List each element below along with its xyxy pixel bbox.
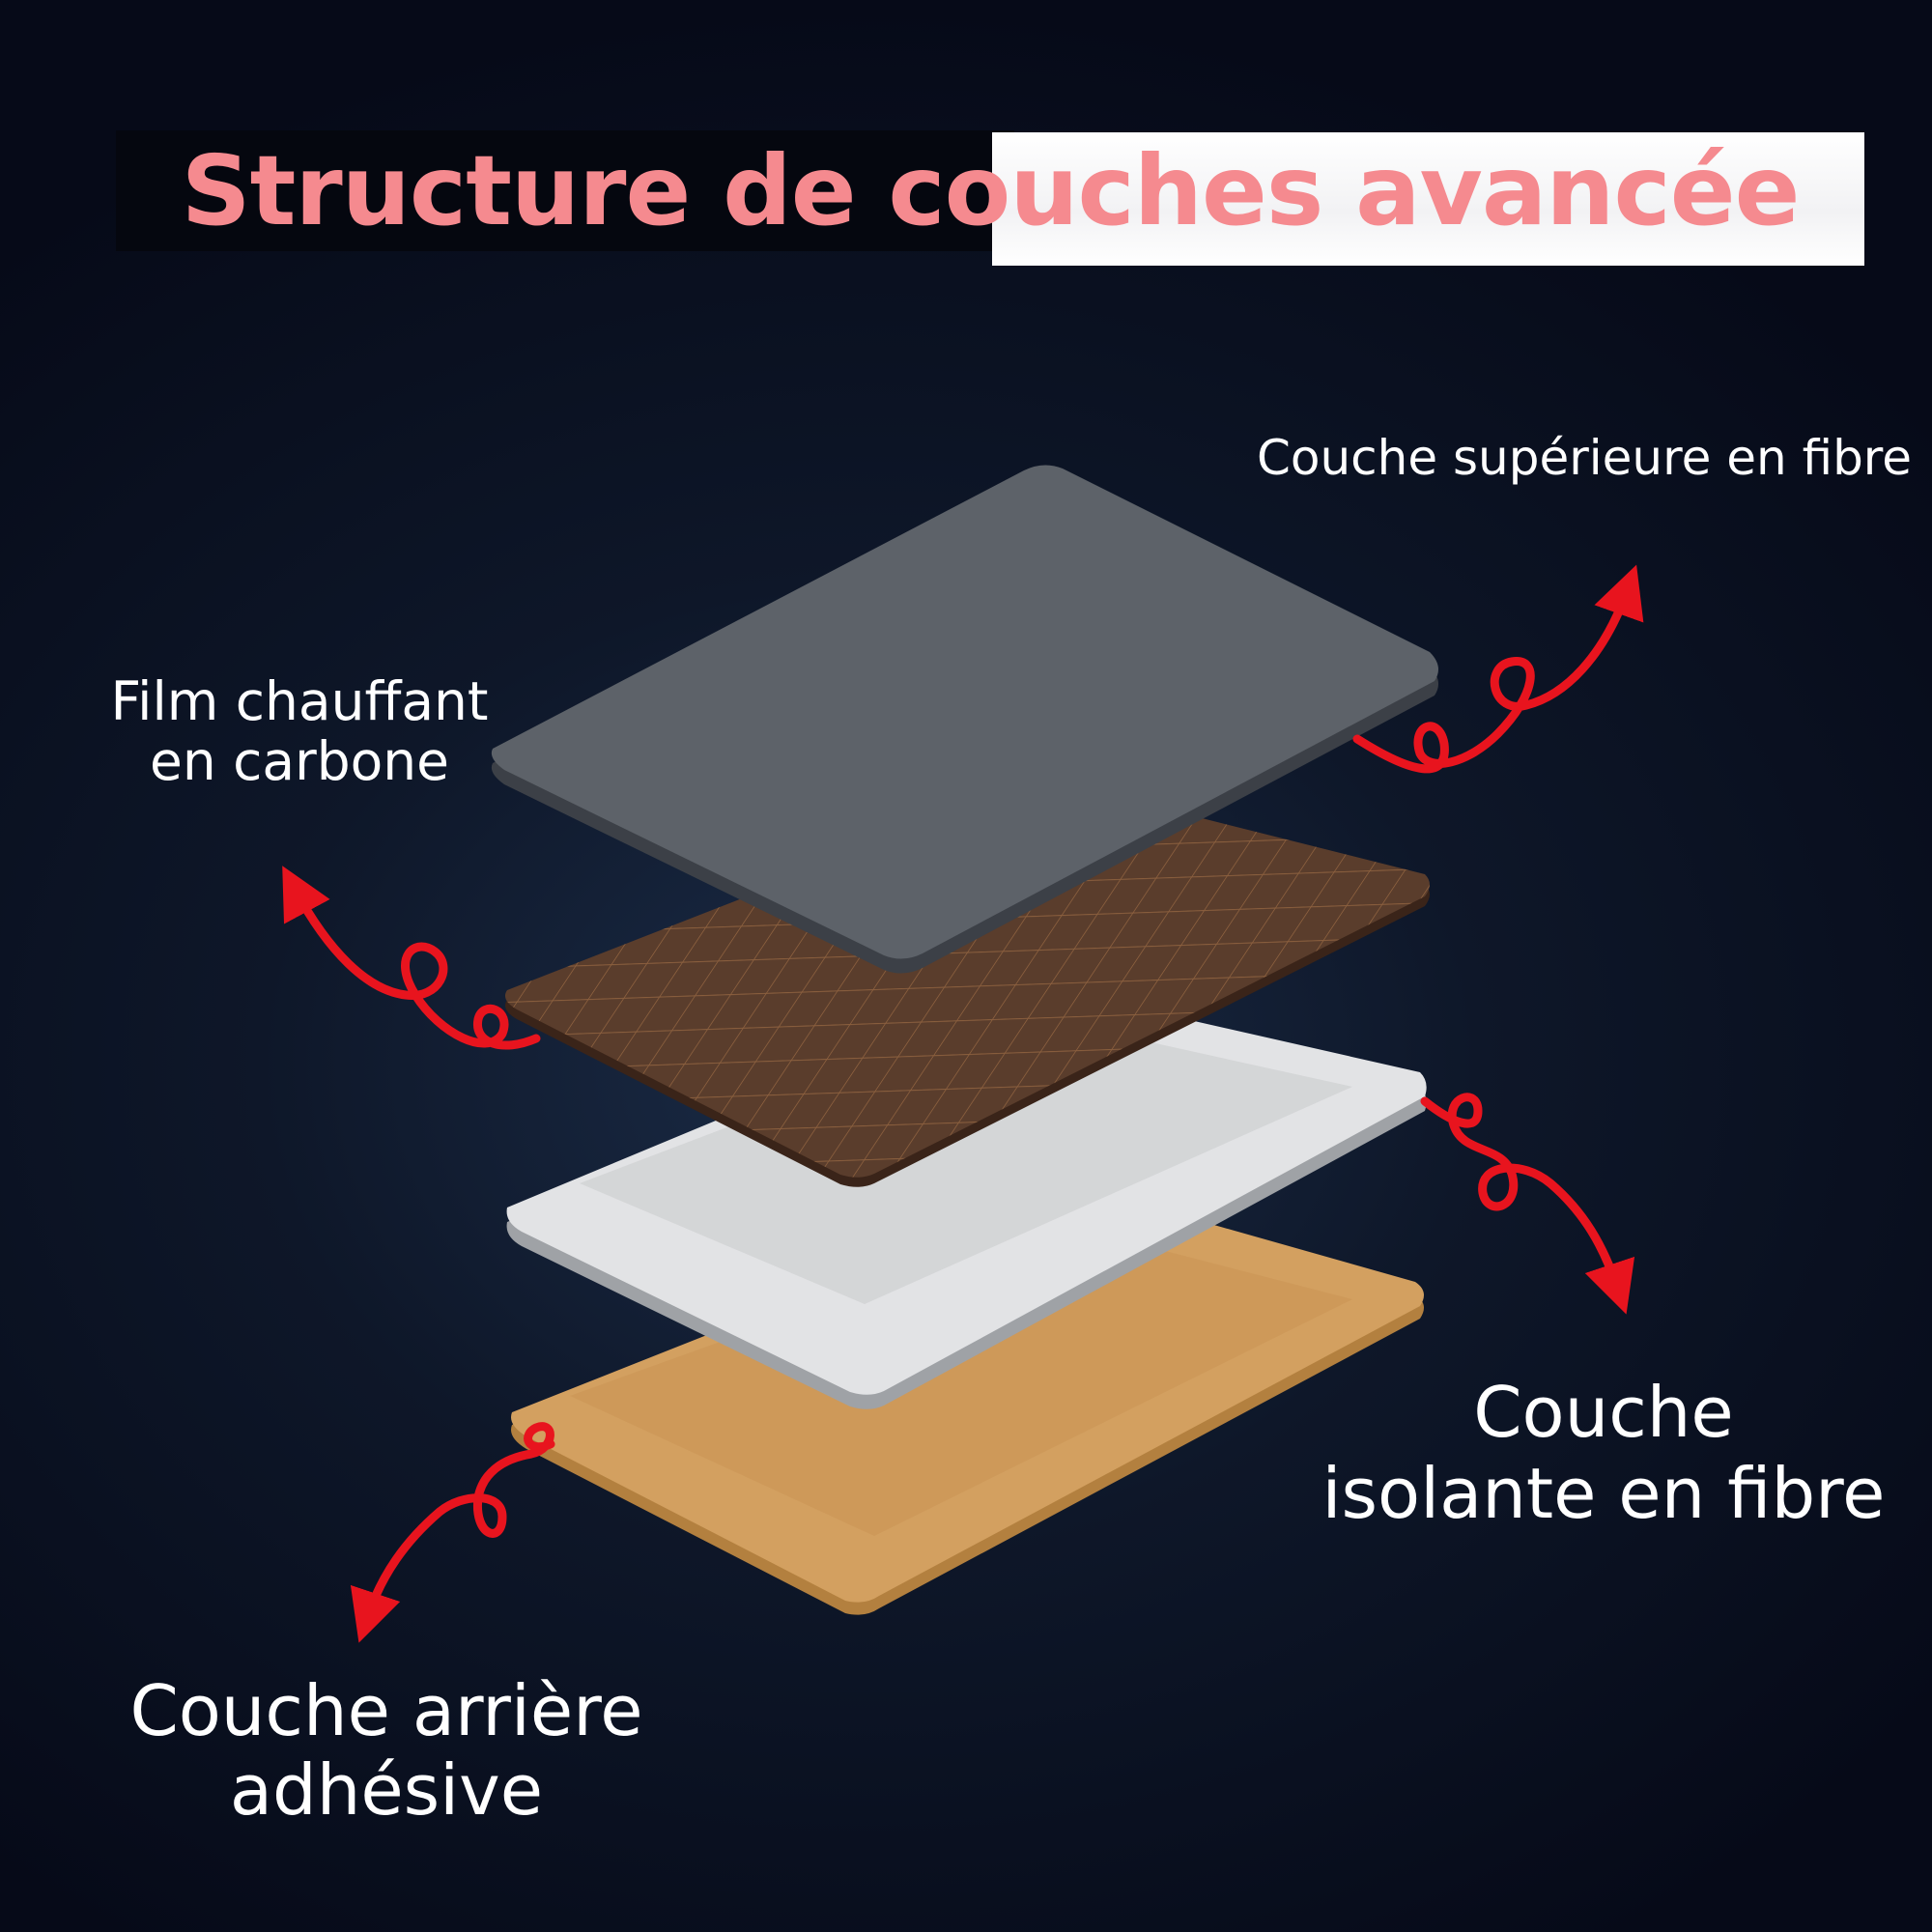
title-bg-light [992, 132, 1864, 266]
arrow-left [282, 866, 541, 1050]
top-fibre-layer [491, 465, 1438, 974]
label-carbon-film-line1: Film chauffant [110, 670, 489, 732]
arrow-right-down [1420, 1093, 1635, 1315]
arrow-top-right [1352, 564, 1644, 774]
title-banner: Structure de couches avancée [116, 130, 1864, 266]
page-title: Structure de couches avancée [181, 134, 1801, 247]
label-insulating-line2: isolante en fibre [1321, 1453, 1886, 1534]
title-bg-dark [116, 130, 1014, 251]
insulating-layer [506, 987, 1427, 1409]
label-carbon-film: Film chauffant en carbone [68, 671, 531, 791]
adhesive-layer [511, 1188, 1424, 1615]
label-top-layer: Couche supérieure en fibre [1256, 430, 1913, 486]
label-insulating-layer: Couche isolante en fibre [1304, 1372, 1903, 1534]
carbon-film-layer [504, 780, 1430, 1187]
arrow-bottom-left [350, 1422, 555, 1643]
label-insulating-line1: Couche [1473, 1372, 1734, 1453]
label-carbon-film-line2: en carbone [150, 730, 449, 792]
label-adhesive-layer: Couche arrière adhésive [87, 1671, 686, 1830]
label-adhesive-line2: adhésive [229, 1749, 544, 1831]
label-adhesive-line1: Couche arrière [129, 1670, 643, 1751]
